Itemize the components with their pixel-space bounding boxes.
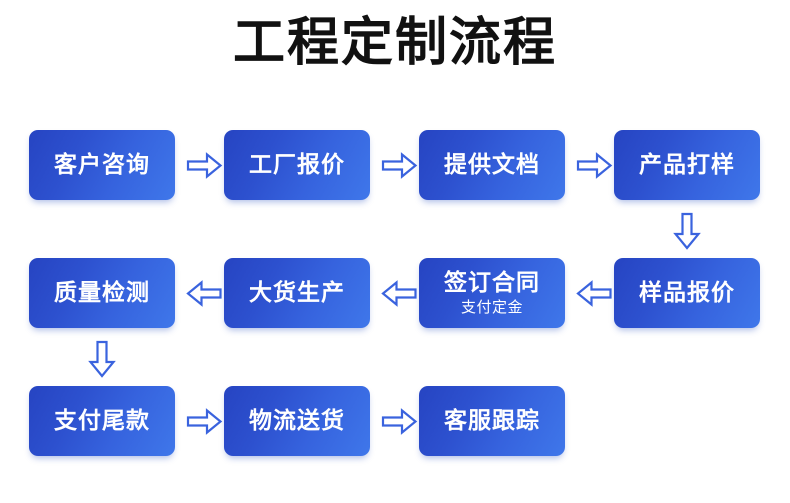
flow-node-customer-inquiry[interactable]: 客户咨询	[29, 130, 175, 200]
node-label: 大货生产	[249, 279, 345, 306]
page-title: 工程定制流程	[232, 13, 557, 73]
arrow-left-icon	[186, 280, 223, 307]
flow-node-product-sampling[interactable]: 产品打样	[614, 130, 760, 200]
node-label: 签订合同	[444, 270, 540, 296]
node-label: 客服跟踪	[444, 407, 540, 434]
arrow-left-icon	[576, 280, 613, 307]
arrow-down-icon	[673, 212, 701, 251]
flow-node-factory-quote[interactable]: 工厂报价	[224, 130, 370, 200]
node-label: 产品打样	[639, 151, 735, 178]
flow-node-sign-contract[interactable]: 签订合同 支付定金	[419, 258, 565, 328]
flow-node-sample-quote[interactable]: 样品报价	[614, 258, 760, 328]
flow-node-mass-production[interactable]: 大货生产	[224, 258, 370, 328]
node-label: 工厂报价	[249, 151, 345, 178]
node-label: 质量检测	[54, 279, 150, 306]
flow-node-provide-documents[interactable]: 提供文档	[419, 130, 565, 200]
arrow-right-icon	[576, 152, 613, 179]
arrow-right-icon	[381, 408, 418, 435]
flow-node-logistics-delivery[interactable]: 物流送货	[224, 386, 370, 456]
node-label: 提供文档	[444, 151, 540, 178]
flow-node-customer-service-followup[interactable]: 客服跟踪	[419, 386, 565, 456]
arrow-left-icon	[381, 280, 418, 307]
arrow-right-icon	[381, 152, 418, 179]
arrow-right-icon	[186, 152, 223, 179]
flow-node-quality-inspection[interactable]: 质量检测	[29, 258, 175, 328]
node-label: 物流送货	[249, 407, 345, 434]
node-label: 样品报价	[639, 279, 735, 306]
node-sublabel: 支付定金	[460, 298, 523, 316]
arrow-right-icon	[186, 408, 223, 435]
node-label: 支付尾款	[54, 407, 150, 434]
node-label: 客户咨询	[54, 151, 150, 178]
flow-node-final-payment[interactable]: 支付尾款	[29, 386, 175, 456]
arrow-down-icon	[88, 340, 116, 379]
